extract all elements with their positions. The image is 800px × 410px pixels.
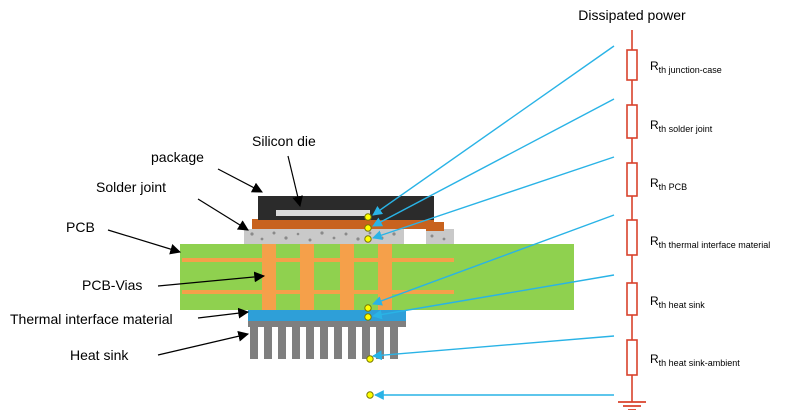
ground-symbol-icon xyxy=(618,401,646,410)
resistor-6 xyxy=(626,339,638,376)
arrow-icon xyxy=(287,155,303,208)
pcb-board xyxy=(180,244,574,310)
thermal-interface-material xyxy=(248,310,406,321)
resistor-4 xyxy=(626,219,638,256)
copper-pads xyxy=(252,219,444,231)
arrow-icon xyxy=(197,307,250,319)
resistor-label-heat-sink: Rth heat sink xyxy=(650,294,705,310)
label-package: package xyxy=(151,149,204,165)
resistor-chain xyxy=(626,30,638,402)
via-traces xyxy=(182,258,454,294)
label-heat-sink: Heat sink xyxy=(70,347,129,363)
label-solder-joint: Solder joint xyxy=(96,179,166,195)
arrow-icon xyxy=(157,271,266,287)
label-thermal-interface-material: Thermal interface material xyxy=(10,311,173,327)
pcb-vias xyxy=(262,244,392,310)
solder-joint-layer xyxy=(244,229,454,244)
arrow-icon xyxy=(107,229,182,255)
resistor-label-heat-sink-ambient: Rth heat sink-ambient xyxy=(650,352,740,368)
resistor-1 xyxy=(626,49,638,81)
resistor-label-pcb: Rth PCB xyxy=(650,176,687,192)
arrow-icon xyxy=(197,198,249,231)
diagram-title: Dissipated power xyxy=(578,7,686,23)
resistor-label-solder-joint: Rth solder joint xyxy=(650,118,713,134)
resistor-5 xyxy=(626,282,638,316)
resistor-2 xyxy=(626,104,638,139)
label-pcb: PCB xyxy=(66,219,95,235)
resistor-label-tim: Rth thermal interface material xyxy=(650,234,770,250)
resistor-label-junction-case: Rth junction-case xyxy=(650,59,722,75)
connector-lines xyxy=(372,45,615,400)
heat-sink xyxy=(248,321,406,359)
node-dot-icon xyxy=(364,213,374,399)
arrow-icon xyxy=(157,330,250,356)
label-pcb-vias: PCB-Vias xyxy=(82,277,142,293)
label-silicon-die: Silicon die xyxy=(252,133,316,149)
arrow-icon xyxy=(217,168,263,193)
silicon-die xyxy=(276,210,370,216)
resistor-3 xyxy=(626,162,638,197)
